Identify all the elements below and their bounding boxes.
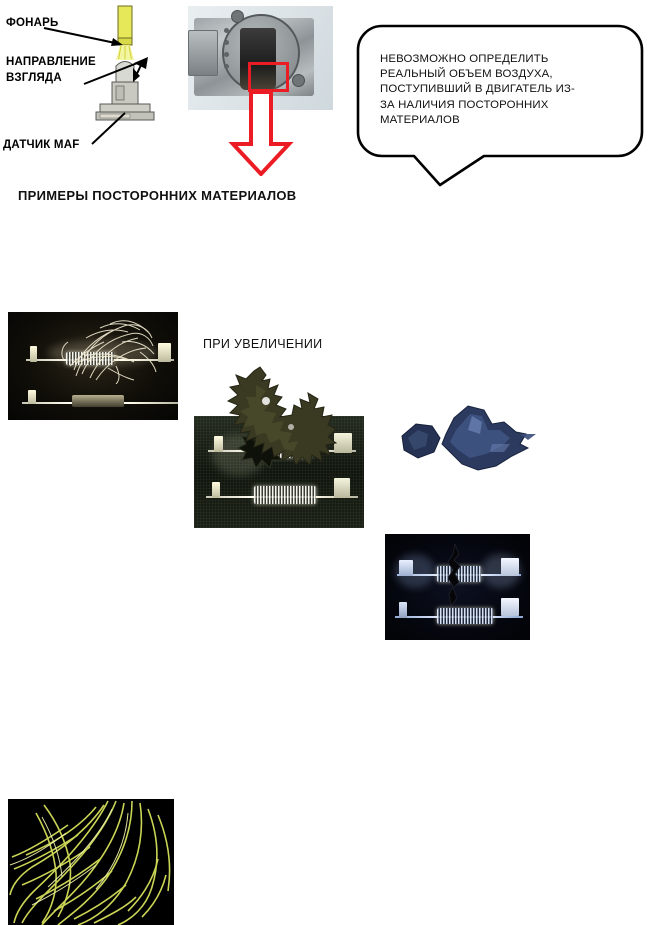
flake-overlay (447, 544, 461, 608)
label-view-direction-line1: НАПРАВЛЕНИЕ (6, 56, 96, 68)
bubble-line-3: ПОСТУПИВШИЙ В ДВИГАТЕЛЬ ИЗ- (380, 83, 575, 96)
screw-2 (224, 40, 229, 45)
photo-magnified-debris (196, 365, 356, 495)
maf-test-schematic: ФОНАРЬ НАПРАВЛЕНИЕ ВЗГЛЯДА ДАТЧИК МАF (0, 0, 185, 185)
maf-sensor-photo (188, 6, 333, 110)
magnified-flake-drawing (401, 405, 536, 471)
screw-4 (224, 64, 229, 69)
magnified-fibers-drawing (9, 800, 171, 925)
caption-examples: ПРИМЕРЫ ПОСТОРОННИХ МАТЕРИАЛОВ (18, 188, 297, 203)
bubble-line-1: НЕВОЗМОЖНО ОПРЕДЕЛИТЬ (380, 53, 549, 65)
screw-1 (224, 28, 229, 33)
caption-magnified: ПРИ УВЕЛИЧЕНИИ (203, 337, 323, 351)
photo-magnified-flake (392, 404, 542, 482)
schematic-drawing (43, 5, 155, 145)
screw-3 (224, 52, 229, 57)
speech-bubble-text: НЕВОЗМОЖНО ОПРЕДЕЛИТЬ РЕАЛЬНЫЙ ОБЪЕМ ВОЗ… (380, 52, 628, 128)
sensor-bore (240, 28, 276, 90)
photo-hot-wire-fibers (8, 312, 178, 420)
label-flashlight: ФОНАРЬ (6, 17, 59, 29)
hot-wire-highlight-box (248, 62, 289, 92)
bolt-hole-bottom (292, 74, 305, 87)
label-view-direction-line2: ВЗГЛЯДА (6, 72, 62, 84)
photo-hot-wire-flake (385, 534, 530, 640)
photo-magnified-fibers (8, 799, 174, 925)
bubble-line-4: ЗА НАЛИЧИЯ ПОСТОРОННИХ (380, 98, 549, 111)
label-maf-sensor: ДАТЧИК МАF (3, 139, 80, 151)
bolt-hole-top (231, 10, 244, 23)
bubble-line-2: РЕАЛЬНЫЙ ОБЪЕМ ВОЗДУХА, (380, 68, 553, 81)
sensor-connector (188, 30, 218, 76)
red-down-arrow (228, 92, 294, 176)
speech-bubble: НЕВОЗМОЖНО ОПРЕДЕЛИТЬ РЕАЛЬНЫЙ ОБЪЕМ ВОЗ… (356, 24, 644, 188)
speech-bubble-shape (356, 24, 644, 187)
bubble-line-5: МАТЕРИАЛОВ (380, 113, 460, 126)
fiber-debris-overlay (61, 320, 157, 384)
magnified-debris-drawing (226, 366, 338, 467)
